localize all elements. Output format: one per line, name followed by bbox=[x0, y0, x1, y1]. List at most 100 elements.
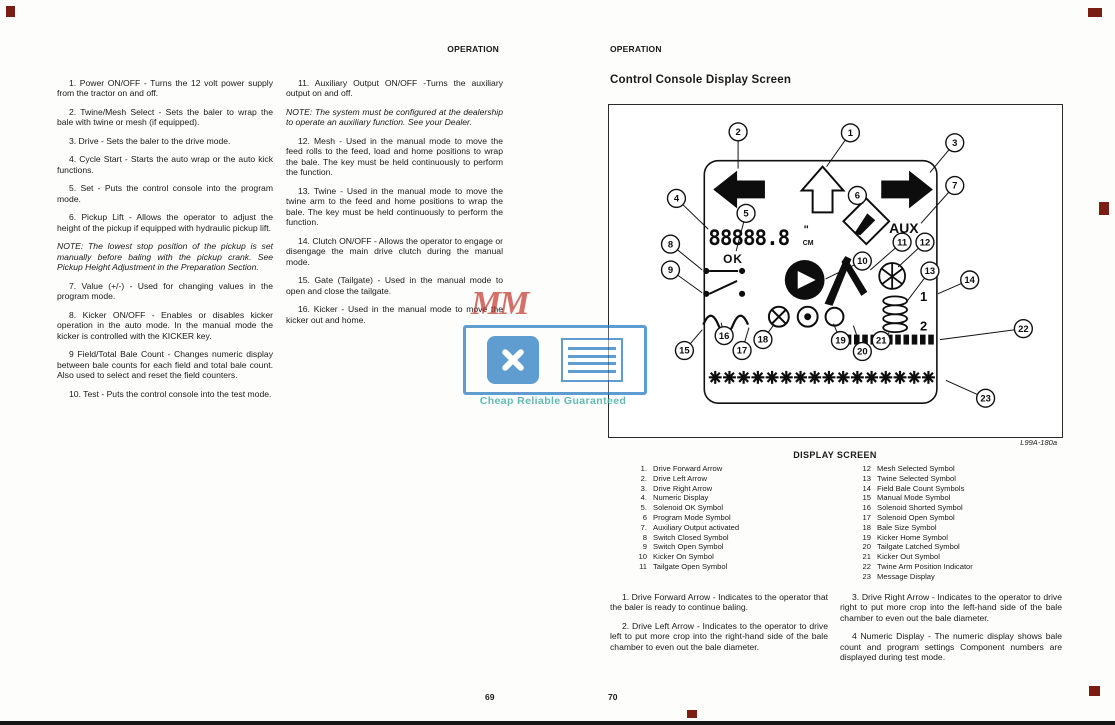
legend-label: Auxiliary Output activated bbox=[653, 522, 740, 532]
cm-label: CM bbox=[803, 240, 814, 247]
numbered-paragraph: 4. Cycle Start - Starts the auto wrap or… bbox=[57, 154, 273, 175]
legend-number: 19 bbox=[862, 532, 871, 542]
numbered-paragraph: 1. Drive Forward Arrow - Indicates to th… bbox=[610, 592, 828, 613]
legend-number: 8 bbox=[642, 532, 647, 542]
program-mode-symbol bbox=[842, 197, 891, 246]
note-paragraph: NOTE: The lowest stop position of the pi… bbox=[57, 241, 273, 273]
legend-label: Kicker Out Symbol bbox=[877, 552, 940, 562]
note-paragraph: NOTE: The system must be configured at t… bbox=[286, 106, 503, 128]
kicker-on-symbol bbox=[797, 270, 816, 289]
legend-label: Numeric Display bbox=[653, 493, 709, 503]
aux-label: AUX bbox=[889, 220, 919, 236]
callout-number: 10 bbox=[857, 256, 868, 267]
callout-circle bbox=[840, 123, 861, 143]
callout-circle bbox=[915, 232, 935, 252]
callout-circle bbox=[871, 330, 891, 351]
legend-number: 11 bbox=[639, 561, 647, 571]
legend-item: 3.Drive Right Arrow bbox=[632, 484, 846, 494]
text-column-1: 1. Drive Forward Arrow - Indicates to th… bbox=[610, 592, 828, 660]
legend-label: Manual Mode Symbol bbox=[877, 493, 951, 503]
display-screen-heading: DISPLAY SCREEN bbox=[793, 450, 877, 460]
numbered-paragraph: 15. Gate (Tailgate) - Used in the manual… bbox=[286, 275, 503, 296]
text-column-2: 11. Auxiliary Output ON/OFF -Turns the a… bbox=[286, 78, 503, 333]
callout-circle bbox=[728, 122, 748, 142]
callout-circle bbox=[660, 260, 681, 280]
callout-number: 18 bbox=[758, 335, 769, 346]
scan-edge-bar bbox=[0, 721, 1115, 725]
switch-closed-symbol bbox=[703, 267, 746, 275]
running-header: OPERATION bbox=[447, 44, 499, 54]
legend-item: 21 Kicker Out Symbol bbox=[856, 552, 1070, 562]
scan-artifact bbox=[687, 710, 697, 718]
legend-number: 20 bbox=[862, 542, 871, 552]
console-screen-outline bbox=[703, 159, 938, 404]
callout-number: 5 bbox=[743, 209, 748, 220]
legend-label: Drive Right Arrow bbox=[653, 483, 713, 493]
numbered-paragraph: 12. Mesh - Used in the manual mode to mo… bbox=[286, 135, 503, 178]
callout-number: 22 bbox=[1018, 324, 1029, 335]
legend-item: 7. Auxiliary Output activated bbox=[632, 523, 846, 533]
numbered-paragraph: 3. Drive Right Arrow - Indicates to the … bbox=[840, 592, 1062, 623]
legend-number: 15 bbox=[862, 493, 871, 503]
legend-label: Switch Open Symbol bbox=[653, 542, 724, 552]
running-header: OPERATION bbox=[610, 44, 662, 54]
mesh-selected-symbol bbox=[878, 262, 906, 290]
drive-left-arrow-icon bbox=[713, 170, 765, 209]
callout-circle bbox=[674, 340, 695, 361]
legend-number: 7. bbox=[640, 522, 647, 532]
numbered-paragraph: 13. Twine - Used in the manual mode to m… bbox=[286, 185, 503, 228]
text-column-2: 3. Drive Right Arrow - Indicates to the … bbox=[840, 592, 1062, 671]
numeric-display: 88888.8 bbox=[708, 226, 789, 250]
field-count-1: 1 bbox=[920, 289, 927, 304]
callout-number: 16 bbox=[719, 331, 730, 342]
numbered-paragraph: 3. Drive - Sets the baler to the drive m… bbox=[69, 135, 231, 146]
callout-number: 8 bbox=[668, 239, 673, 250]
numbered-paragraph: 16. Kicker - Used in the manual mode to … bbox=[286, 304, 503, 325]
callout-number: 7 bbox=[952, 181, 957, 192]
callout-number: 6 bbox=[855, 191, 860, 202]
page-70: OPERATION Control Console Display Screen… bbox=[608, 40, 1063, 720]
callout-number: 14 bbox=[964, 275, 975, 286]
callout-circle bbox=[847, 185, 868, 206]
tailgate-open-symbol bbox=[824, 256, 868, 306]
numbered-paragraph: 14. Clutch ON/OFF - Allows the operator … bbox=[286, 235, 503, 267]
legend-label: Tailgate Open Symbol bbox=[653, 561, 728, 571]
callout-number: 21 bbox=[876, 336, 887, 347]
legend-label: Drive Forward Arrow bbox=[653, 464, 723, 473]
legend-label: Twine Selected Symbol bbox=[877, 473, 956, 483]
callout-number: 4 bbox=[674, 194, 680, 205]
drive-right-arrow-icon bbox=[881, 170, 933, 209]
callout-circle bbox=[892, 232, 912, 252]
text-column-1: 1. Power ON/OFF - Turns the 12 volt powe… bbox=[57, 78, 273, 407]
legend-item: 2.Drive Left Arrow bbox=[632, 474, 846, 484]
numbered-paragraph: 10. Test - Puts the control console into… bbox=[69, 388, 272, 399]
solenoid-ok-symbol: OK bbox=[723, 252, 743, 266]
callout-circle bbox=[666, 188, 687, 209]
legend-number: 10 bbox=[638, 552, 647, 562]
scan-artifact bbox=[1089, 686, 1100, 696]
legend-label: Kicker Home Symbol bbox=[877, 532, 948, 542]
tailgate-latched-symbol bbox=[824, 306, 845, 327]
callout-circle bbox=[945, 175, 965, 196]
callout-number: 2 bbox=[735, 127, 740, 138]
callout-number: 11 bbox=[897, 237, 907, 248]
numbered-paragraph: 9 Field/Total Bale Count - Changes numer… bbox=[57, 349, 273, 381]
callout-number: 20 bbox=[857, 347, 868, 358]
callout-number: 15 bbox=[679, 346, 690, 357]
legend-number: 16 bbox=[862, 503, 871, 513]
legend-item: 19 Kicker Home Symbol bbox=[856, 533, 1070, 543]
legend-label: Solenoid OK Symbol bbox=[653, 503, 724, 513]
callout-circle bbox=[852, 251, 872, 271]
callout-circle bbox=[960, 270, 980, 290]
legend-number: 21 bbox=[862, 552, 871, 562]
